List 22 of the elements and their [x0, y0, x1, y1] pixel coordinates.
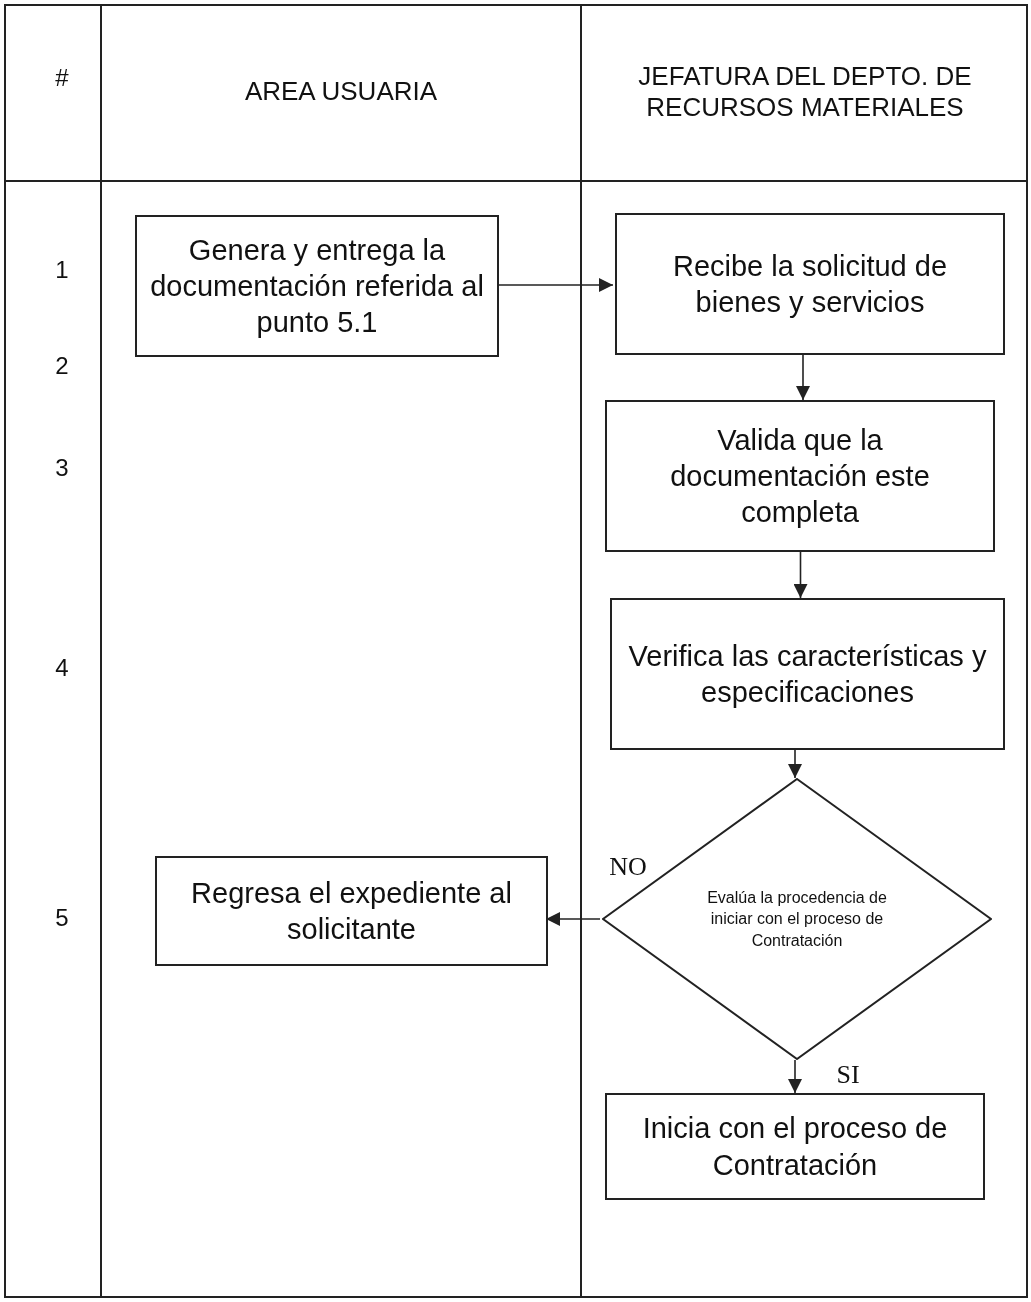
arrow	[545, 912, 601, 926]
lane-header: JEFATURA DEL DEPTO. DE RECURSOS MATERIALES	[637, 59, 973, 124]
arrow	[796, 354, 810, 401]
decision-text: Evalúa la procedencia de iniciar con el proceso de Contratación	[706, 887, 888, 951]
process-box: Verifica las características y especificaciones	[610, 598, 1005, 750]
step-number: 5	[55, 904, 69, 932]
process-box: Genera y entrega la documentación referida al punto 5.1	[135, 215, 499, 357]
arrow	[788, 1059, 802, 1094]
process-box: Recibe la solicitud de bienes y servicios	[615, 213, 1005, 355]
step-number: 2	[55, 352, 69, 380]
arrow	[788, 749, 802, 779]
column-header: #	[55, 64, 69, 92]
lane-header: AREA USUARIA	[243, 75, 439, 109]
decision-diamond	[602, 778, 992, 1060]
step-number: 3	[55, 454, 69, 482]
step-number: 1	[55, 256, 69, 284]
step-number: 4	[55, 654, 69, 682]
arrow	[793, 551, 808, 599]
process-box: Inicia con el proceso de Contratación	[605, 1093, 985, 1200]
process-box: Regresa el expediente al solicitante	[155, 856, 548, 966]
process-box: Valida que la documentación este completa	[605, 400, 995, 552]
arrow	[496, 278, 614, 292]
